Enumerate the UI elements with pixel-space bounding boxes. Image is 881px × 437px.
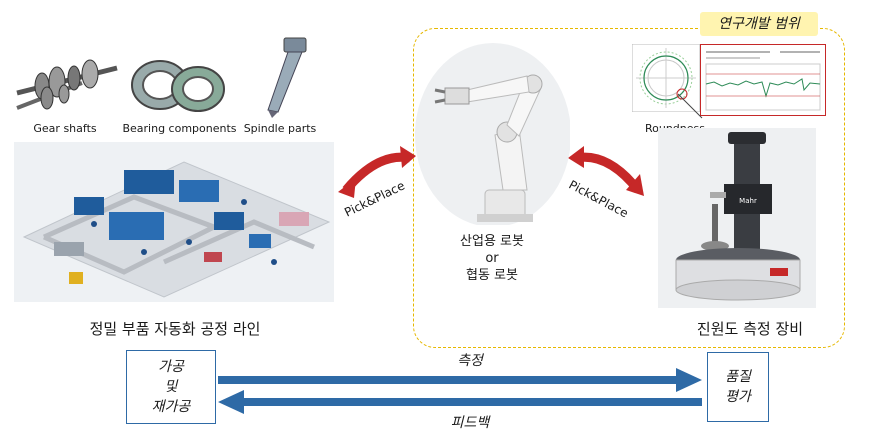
processing-box-line-1: 가공 (158, 359, 184, 375)
quality-evaluation-box: 품질 평가 (707, 352, 769, 422)
left-pick-place-arrow (338, 146, 416, 198)
robot-label-line-2: or (485, 251, 499, 266)
measurement-arrow (218, 368, 702, 392)
measurement-label: 측정 (457, 353, 483, 369)
research-scope-frame (413, 28, 845, 348)
processing-box: 가공 및 재가공 (126, 350, 216, 424)
processing-box-line-2: 및 (164, 379, 178, 395)
spindle-parts-image (267, 37, 307, 118)
quality-box-line-2: 평가 (725, 389, 751, 405)
roundness-polar-plot (632, 44, 700, 112)
factory-line-image (14, 142, 334, 302)
processing-box-line-3: 재가공 (151, 399, 191, 415)
roundness-measuring-machine-image: Mahr (658, 128, 816, 308)
gear-shafts-image (16, 59, 118, 110)
quality-box-line-1: 품질 (725, 369, 751, 385)
roundness-profile-chart (700, 44, 826, 116)
robot-arm-image (415, 43, 570, 225)
bearing-components-image (131, 60, 225, 112)
part-caption-gear-shafts: Gear shafts (33, 122, 97, 135)
robot-label-line-3: 협동 로봇 (466, 268, 518, 283)
feedback-label: 피드백 (450, 415, 490, 431)
robot-label: 산업용 로봇 or 협동 로봇 (432, 233, 552, 284)
feedback-arrow (218, 390, 702, 414)
part-caption-spindle-parts: Spindle parts (243, 122, 317, 135)
equipment-label: 진원도 측정 장비 (696, 320, 804, 338)
callout-line (677, 93, 703, 119)
robot-label-line-1: 산업용 로봇 (460, 234, 524, 249)
factory-line-label: 정밀 부품 자동화 공정 라인 (89, 320, 261, 338)
part-caption-bearing-components: Bearing components (122, 122, 237, 135)
machine-brand: Mahr (739, 197, 757, 205)
right-pick-place-arrow (568, 146, 644, 196)
research-scope-label: 연구개발 범위 (700, 12, 818, 36)
